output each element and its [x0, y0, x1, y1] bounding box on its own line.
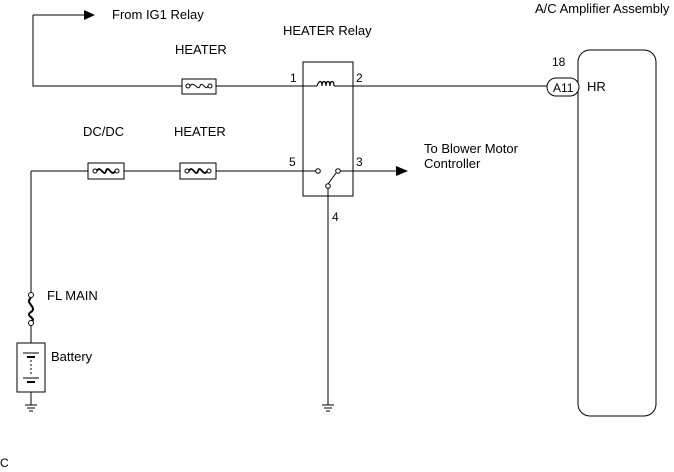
relay-pin-3: 3: [356, 155, 363, 169]
relay-contact-5-icon: [315, 168, 321, 174]
amp-connector-oval: [546, 77, 580, 97]
fl-main-fuse: [28, 292, 34, 326]
relay-contact-3-icon: [335, 168, 341, 174]
amp-connector-label: A11: [553, 81, 574, 95]
amp-pin-number: 18: [552, 55, 566, 69]
battery-label: Battery: [51, 349, 93, 364]
to-blower-label-line2: Controller: [424, 156, 481, 171]
from-ig1-relay-label: From IG1 Relay: [112, 7, 204, 22]
corner-mark: C: [0, 456, 9, 470]
battery-icon: [16, 342, 46, 393]
relay-coil-icon: [316, 80, 335, 87]
relay-pin-1: 1: [290, 71, 297, 85]
heater-fuse-bottom: [179, 162, 217, 180]
to-blower-label-line1: To Blower Motor: [424, 141, 519, 156]
heater-fuse-bottom-label: HEATER: [174, 124, 226, 139]
relay-pin-4: 4: [332, 210, 339, 224]
ac-amplifier-label: A/C Amplifier Assembly: [535, 1, 670, 16]
heater-fuse-top: [181, 78, 217, 95]
heater-relay-label: HEATER Relay: [283, 23, 372, 38]
relay-contact-4-icon: [325, 183, 331, 189]
dcdc-fuse: [87, 162, 125, 180]
arrowhead-from-ig1-icon: [84, 10, 95, 20]
relay-pin-2: 2: [356, 71, 363, 85]
relay-pin-5: 5: [289, 155, 296, 169]
wire-from-ig1: [32, 15, 182, 87]
fl-main-label: FL MAIN: [47, 288, 98, 303]
dcdc-fuse-label: DC/DC: [83, 124, 124, 139]
ac-amplifier-box: [577, 49, 657, 417]
amp-terminal-hr: HR: [587, 79, 606, 94]
arrowhead-to-blower-icon: [396, 166, 408, 176]
heater-fuse-top-label: HEATER: [175, 42, 227, 57]
ground-relay-icon: [322, 404, 334, 412]
ground-battery-icon: [25, 404, 37, 412]
relay-switch-arm-icon: [327, 172, 337, 185]
